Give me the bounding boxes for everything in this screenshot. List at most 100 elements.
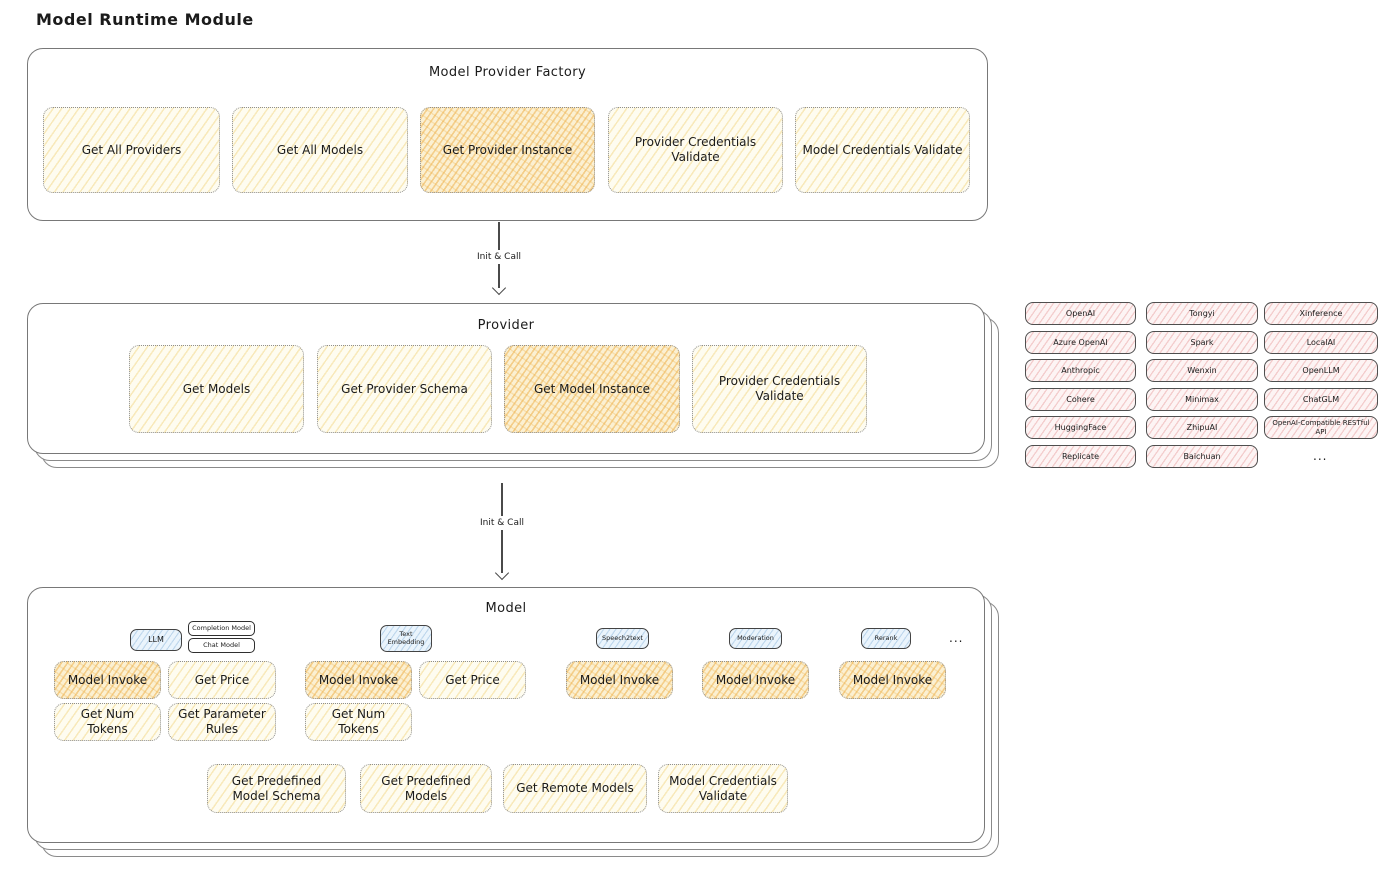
op-label: Model Invoke [715, 672, 796, 687]
factory-panel-title: Model Provider Factory [428, 65, 587, 80]
provider-chip-anthropic: Anthropic [1025, 359, 1136, 382]
provider-chip-label: Xinference [1299, 308, 1343, 318]
op-label: Get Num Tokens [331, 707, 386, 736]
arrow-head-icon [491, 280, 507, 296]
provider-chip-baichuan: Baichuan [1146, 445, 1258, 468]
model-panel-title: Model [485, 601, 527, 616]
provider-chip-spark: Spark [1146, 331, 1258, 354]
tag-llm: LLM [130, 629, 182, 651]
provider-chip-label: Wenxin [1187, 365, 1217, 375]
tag-label: Speech2text [602, 633, 643, 642]
provider-chip-label: Anthropic [1061, 365, 1100, 375]
provider-chip-label: OpenAI [1065, 308, 1096, 318]
provider-box-label: Get Model Instance [533, 381, 651, 396]
provider-box-get-models: Get Models [129, 345, 304, 433]
provider-chip-huggingface: HuggingFace [1025, 416, 1136, 439]
op-label: Model Invoke [67, 672, 148, 687]
provider-box-label: Get Models [182, 381, 251, 396]
provider-chip-label: OpenAI-Compatible RESTful API [1272, 418, 1370, 436]
llm-op-get-price: Get Price [168, 661, 276, 699]
text-embedding-op-get-num-tokens: Get Num Tokens [305, 703, 412, 741]
provider-box-provider-credentials-validate: Provider Credentials Validate [692, 345, 867, 433]
provider-chip-label: ZhipuAI [1186, 422, 1218, 432]
factory-box-provider-credentials-validate: Provider Credentials Validate [608, 107, 783, 193]
speech2text-op-model-invoke: Model Invoke [566, 661, 673, 699]
provider-chip-label: Minimax [1185, 394, 1219, 404]
arrow-label-init-call: Init & Call [472, 250, 526, 264]
tag-label: Moderation [737, 633, 774, 642]
provider-chip-openllm: OpenLLM [1264, 359, 1378, 382]
provider-chip-label: ChatGLM [1302, 394, 1340, 404]
op-label: Get Price [194, 672, 250, 687]
provider-chip-minimax: Minimax [1146, 388, 1258, 411]
llm-op-get-num-tokens: Get Num Tokens [54, 703, 161, 741]
provider-box-label: Get Provider Schema [341, 381, 468, 396]
arrow-head-icon [494, 565, 510, 581]
op-label: Model Invoke [318, 672, 399, 687]
page-title: Model Runtime Module [36, 10, 254, 29]
model-box-get-predefined-models: Get Predefined Models [360, 764, 492, 813]
tag-label: Completion Model [192, 624, 251, 633]
factory-box-label: Provider Credentials Validate [634, 135, 757, 164]
tag-label: Text Embedding [387, 630, 425, 646]
provider-chip-wenxin: Wenxin [1146, 359, 1258, 382]
op-label: Model Invoke [852, 672, 933, 687]
provider-chip-openai-compatible: OpenAI-Compatible RESTful API [1264, 416, 1378, 439]
model-box-get-remote-models: Get Remote Models [503, 764, 647, 813]
provider-chip-label: Spark [1190, 337, 1214, 347]
model-more-ellipsis: ... [949, 631, 964, 645]
op-label: Get Num Tokens [80, 707, 135, 736]
factory-box-label: Get All Models [276, 142, 364, 157]
providers-more-ellipsis: ... [1313, 449, 1328, 463]
provider-box-get-model-instance: Get Model Instance [504, 345, 680, 433]
provider-chip-label: Replicate [1061, 451, 1099, 461]
box-label: Get Remote Models [516, 781, 634, 795]
provider-chip-zhipuai: ZhipuAI [1146, 416, 1258, 439]
provider-chip-label: LocalAI [1306, 337, 1336, 347]
text-embedding-op-model-invoke: Model Invoke [305, 661, 412, 699]
provider-chip-tongyi: Tongyi [1146, 302, 1258, 325]
factory-box-get-all-providers: Get All Providers [43, 107, 220, 193]
provider-chip-label: Cohere [1066, 394, 1095, 404]
provider-box-get-provider-schema: Get Provider Schema [317, 345, 492, 433]
provider-chip-replicate: Replicate [1025, 445, 1136, 468]
model-box-get-predefined-model-schema: Get Predefined Model Schema [207, 764, 346, 813]
tag-moderation: Moderation [729, 628, 782, 649]
provider-chip-chatglm: ChatGLM [1264, 388, 1378, 411]
provider-chip-label: OpenLLM [1302, 365, 1340, 375]
tag-completion-model: Completion Model [188, 621, 255, 636]
tag-text-embedding: Text Embedding [380, 625, 432, 652]
box-label: Get Predefined Model Schema [231, 773, 322, 803]
provider-chip-label: HuggingFace [1054, 422, 1107, 432]
box-label: Get Predefined Models [381, 773, 471, 803]
tag-label: LLM [148, 635, 164, 644]
text-embedding-op-get-price: Get Price [419, 661, 526, 699]
provider-chip-cohere: Cohere [1025, 388, 1136, 411]
model-box-model-credentials-validate: Model Credentials Validate [658, 764, 788, 813]
llm-op-get-parameter-rules: Get Parameter Rules [168, 703, 276, 741]
provider-chip-label: Tongyi [1189, 308, 1215, 318]
provider-panel-title: Provider [477, 318, 535, 333]
factory-box-label: Model Credentials Validate [802, 142, 963, 157]
op-label: Get Parameter Rules [178, 707, 266, 736]
rerank-op-model-invoke: Model Invoke [839, 661, 946, 699]
op-label: Model Invoke [579, 672, 660, 687]
box-label: Model Credentials Validate [669, 773, 777, 803]
provider-chip-label: Azure OpenAI [1053, 337, 1108, 347]
tag-chat-model: Chat Model [188, 638, 255, 653]
factory-box-model-credentials-validate: Model Credentials Validate [795, 107, 970, 193]
tag-label: Rerank [874, 633, 898, 642]
llm-op-model-invoke: Model Invoke [54, 661, 161, 699]
provider-chip-azure-openai: Azure OpenAI [1025, 331, 1136, 354]
op-label: Get Price [445, 672, 500, 687]
tag-rerank: Rerank [861, 628, 911, 649]
provider-chip-xinference: Xinference [1264, 302, 1378, 325]
provider-chip-openai: OpenAI [1025, 302, 1136, 325]
tag-label: Chat Model [203, 641, 240, 650]
provider-chip-localai: LocalAI [1264, 331, 1378, 354]
provider-box-label: Provider Credentials Validate [718, 374, 841, 403]
moderation-op-model-invoke: Model Invoke [702, 661, 809, 699]
tag-speech2text: Speech2text [596, 628, 649, 649]
factory-box-get-all-models: Get All Models [232, 107, 408, 193]
